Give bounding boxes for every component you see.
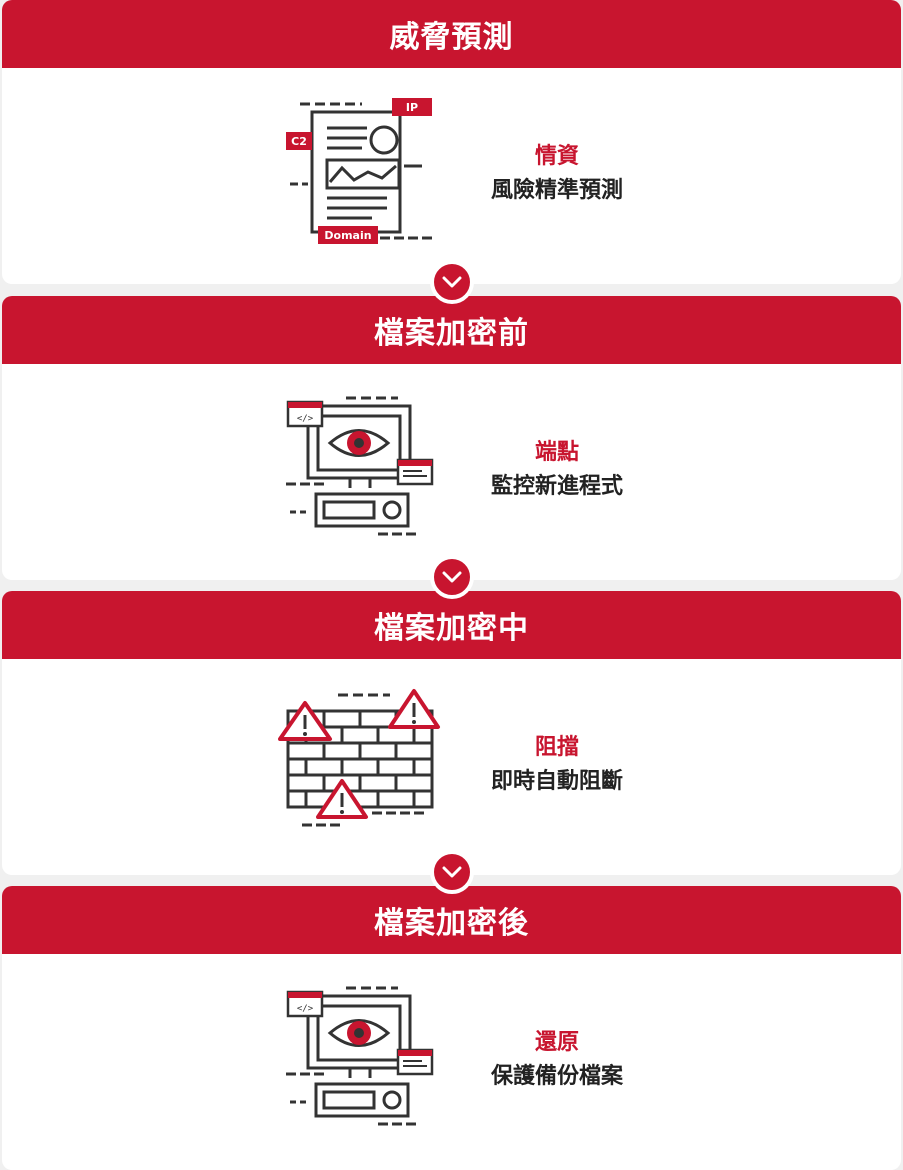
warning-icon (388, 689, 440, 729)
chevron-down-icon (430, 850, 474, 894)
step-highlight: 情資 (534, 144, 579, 169)
step-description: 保護備份檔案 (490, 1064, 623, 1089)
step-body: 阻擋 即時自動阻斷 (2, 659, 901, 875)
step-highlight: 還原 (534, 1030, 579, 1055)
ip-tag: IP (406, 101, 418, 114)
code-tag: </> (297, 414, 314, 424)
code-tag: </> (297, 1004, 314, 1014)
step-body: </> 還原 保護備份檔案 (2, 954, 901, 1170)
step-caption: 端點 監控新進程式 (472, 436, 642, 504)
firewall-warning-icon (278, 689, 440, 827)
step-highlight: 阻擋 (534, 735, 579, 760)
step-title: 檔案加密中 (2, 591, 901, 659)
c2-tag: C2 (291, 135, 307, 148)
chevron-down-icon (430, 555, 474, 599)
threat-intel-document-icon: IP C2 Domain (286, 98, 432, 244)
step-card-during-encryption: 檔案加密中 (2, 591, 901, 875)
step-description: 即時自動阻斷 (490, 769, 623, 794)
step-card-threat-prediction: 威脅預測 (2, 0, 901, 284)
step-title: 檔案加密後 (2, 886, 901, 954)
step-caption: 情資 風險精準預測 (472, 140, 642, 208)
step-title: 威脅預測 (2, 0, 901, 68)
step-title: 檔案加密前 (2, 296, 901, 364)
step-body: IP C2 Domain 情資 風險精準預測 (2, 68, 901, 284)
step-card-after-encryption: 檔案加密後 (2, 886, 901, 1170)
step-highlight: 端點 (534, 440, 579, 465)
step-card-before-encryption: 檔案加密前 (2, 296, 901, 580)
step-caption: 阻擋 即時自動阻斷 (472, 731, 642, 799)
step-body: </> 端點 監控新進程式 (2, 364, 901, 580)
step-caption: 還原 保護備份檔案 (472, 1026, 642, 1094)
step-description: 風險精準預測 (490, 178, 623, 203)
step-description: 監控新進程式 (490, 474, 623, 499)
domain-tag: Domain (324, 229, 371, 242)
warning-icon (278, 701, 332, 741)
warning-icon (316, 779, 368, 819)
endpoint-monitor-icon: </> (286, 396, 434, 536)
endpoint-restore-icon: </> (286, 986, 434, 1126)
chevron-down-icon (430, 260, 474, 304)
